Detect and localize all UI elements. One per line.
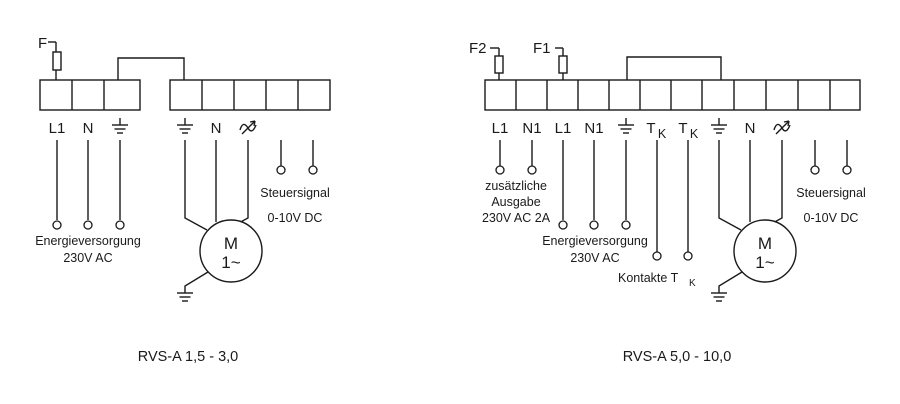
terminal-icon: [810, 165, 820, 175]
terminal-label-n: N: [83, 120, 94, 137]
motor-letter: M: [758, 234, 772, 253]
terminal-icon: [115, 220, 125, 230]
ground-icon: [177, 118, 193, 134]
contacts-label: Kontakte T: [618, 271, 679, 285]
contacts-label-sub: K: [689, 278, 696, 289]
terminal-icon: [83, 220, 93, 230]
terminal-icon: [527, 165, 537, 175]
terminal-icon: [495, 165, 505, 175]
motor-phase: 1~: [221, 253, 240, 272]
terminal-block-motor: [169, 79, 331, 111]
terminal-label-l1: L1: [49, 120, 66, 137]
fuse-icon: [490, 47, 504, 80]
terminal-icon: [842, 165, 852, 175]
power-supply-label: Energieversorgung: [542, 234, 648, 248]
motor-icon: M 1~: [199, 219, 263, 283]
bridge-wire: [626, 56, 722, 80]
terminal-block-power: [39, 79, 141, 111]
terminal-label-l1-extra: L1: [492, 120, 509, 137]
terminal-icon: [652, 251, 662, 261]
speed-control-icon: [773, 120, 791, 135]
power-supply-voltage: 230V AC: [63, 251, 112, 265]
terminal-icon: [683, 251, 693, 261]
control-signal-label: Steuersignal: [796, 186, 866, 200]
control-signal-range: 0-10V DC: [804, 211, 859, 225]
bridge-wire: [117, 57, 185, 80]
terminal-label-motor-n: N: [211, 120, 222, 137]
fuse-label-f2: F2: [469, 40, 487, 57]
power-supply-label: Energieversorgung: [35, 234, 141, 248]
terminal-icon: [589, 220, 599, 230]
terminal-label-n1-extra: N1: [522, 120, 541, 137]
terminal-icon: [276, 165, 286, 175]
control-signal-range: 0-10V DC: [268, 211, 323, 225]
motor-letter: M: [224, 234, 238, 253]
terminal-label-tk1: T: [646, 120, 655, 137]
fuse-label: F: [38, 35, 47, 52]
terminal-label-l1: L1: [555, 120, 572, 137]
ground-icon: [711, 118, 727, 134]
terminal-icon: [621, 220, 631, 230]
terminal-label-tk2: T: [678, 120, 687, 137]
diagram-right: F2 F1 L1 N1 L1 N1: [469, 40, 866, 365]
fuse-icon: [555, 47, 568, 80]
caption-left: RVS-A 1,5 - 3,0: [138, 349, 238, 365]
ground-icon: [618, 118, 634, 134]
motor-icon: M 1~: [733, 219, 797, 283]
terminal-icon: [308, 165, 318, 175]
fuse-icon: [48, 41, 62, 80]
terminal-label-n1: N1: [584, 120, 603, 137]
extra-output-rating: 230V AC 2A: [482, 211, 551, 225]
control-signal-label: Steuersignal: [260, 186, 330, 200]
terminal-block: [484, 79, 861, 111]
speed-control-icon: [239, 120, 257, 135]
power-supply-voltage: 230V AC: [570, 251, 619, 265]
diagram-left: F L1 N N: [35, 35, 331, 365]
fuse-label-f1: F1: [533, 40, 551, 57]
terminal-label-tk1-sub: K: [658, 127, 667, 141]
motor-phase: 1~: [755, 253, 774, 272]
terminal-icon: [558, 220, 568, 230]
terminal-label-motor-n: N: [745, 120, 756, 137]
extra-output-label: zusätzliche: [485, 179, 547, 193]
ground-icon: [112, 118, 128, 134]
terminal-label-tk2-sub: K: [690, 127, 699, 141]
terminal-icon: [52, 220, 62, 230]
ground-icon: [711, 292, 727, 302]
ground-icon: [177, 292, 193, 302]
extra-output-label-2: Ausgabe: [491, 195, 540, 209]
caption-right: RVS-A 5,0 - 10,0: [623, 349, 732, 365]
